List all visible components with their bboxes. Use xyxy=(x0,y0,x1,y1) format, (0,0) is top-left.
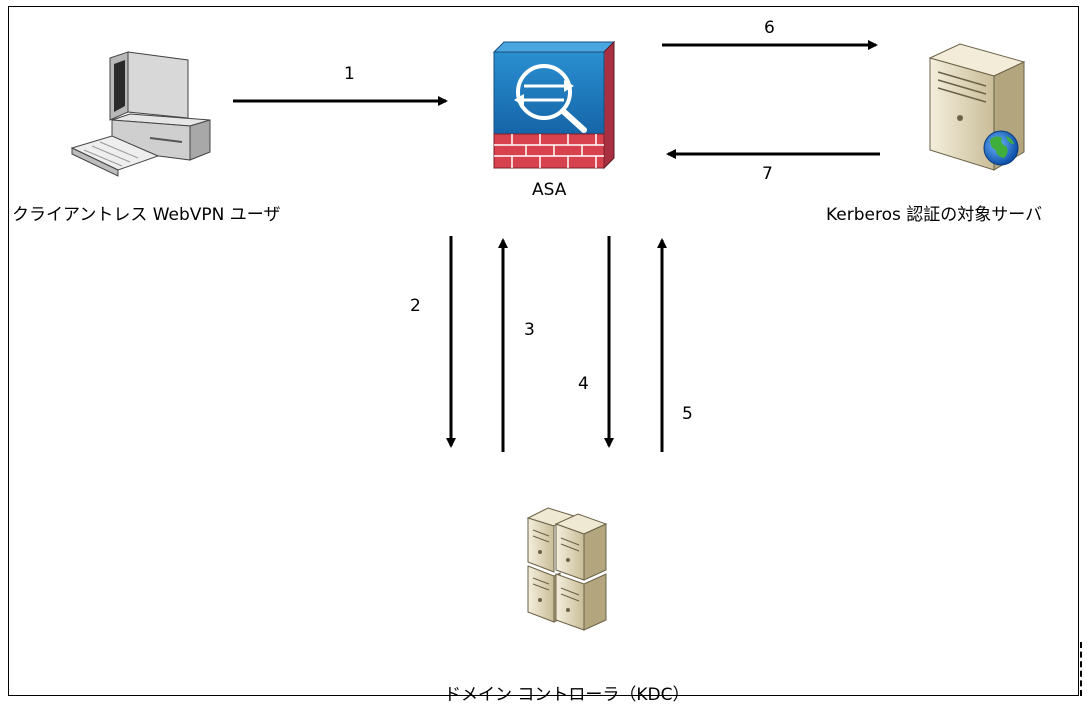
step-7-label: 7 xyxy=(762,164,773,184)
client-label: クライアントレス WebVPN ユーザ xyxy=(12,205,281,225)
web-server-icon xyxy=(928,43,1026,171)
kdc-label: ドメイン コントローラ（KDC） xyxy=(444,685,690,705)
asa-label: ASA xyxy=(532,180,567,200)
domain-controller-icon xyxy=(526,507,608,631)
step-3-label: 3 xyxy=(524,320,535,340)
step-4-label: 4 xyxy=(578,374,589,394)
server-label: Kerberos 認証の対象サーバ xyxy=(826,205,1043,225)
step-5-label: 5 xyxy=(682,404,693,424)
step-6-label: 6 xyxy=(764,18,775,38)
workstation-icon xyxy=(70,51,211,177)
step-2-label: 2 xyxy=(410,296,421,316)
page-edge-marker xyxy=(1080,642,1086,696)
step-1-label: 1 xyxy=(344,64,355,84)
asa-firewall-icon xyxy=(492,40,616,170)
